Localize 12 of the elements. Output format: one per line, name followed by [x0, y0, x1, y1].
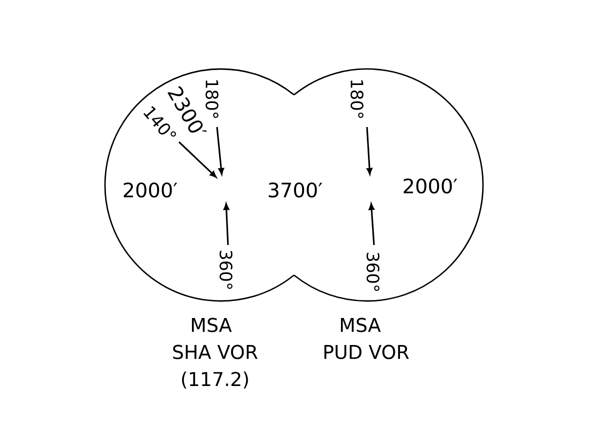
altitude-label: 2000′	[124, 182, 178, 198]
caption-text: SHA VOR	[173, 344, 258, 360]
caption-text: MSA	[340, 318, 381, 332]
caption-text: PUD VOR	[324, 344, 409, 360]
caption-text: MSA	[192, 318, 232, 332]
caption-text: (117.2)	[182, 372, 248, 388]
altitude-label: 3700′	[268, 182, 322, 198]
bearing-label: 180°	[350, 80, 364, 118]
bearing-label: 360°	[366, 252, 380, 291]
bearing-label: 360°	[220, 250, 232, 289]
altitude-label: 2000′	[404, 178, 458, 194]
bearing-label: 180°	[206, 80, 218, 118]
